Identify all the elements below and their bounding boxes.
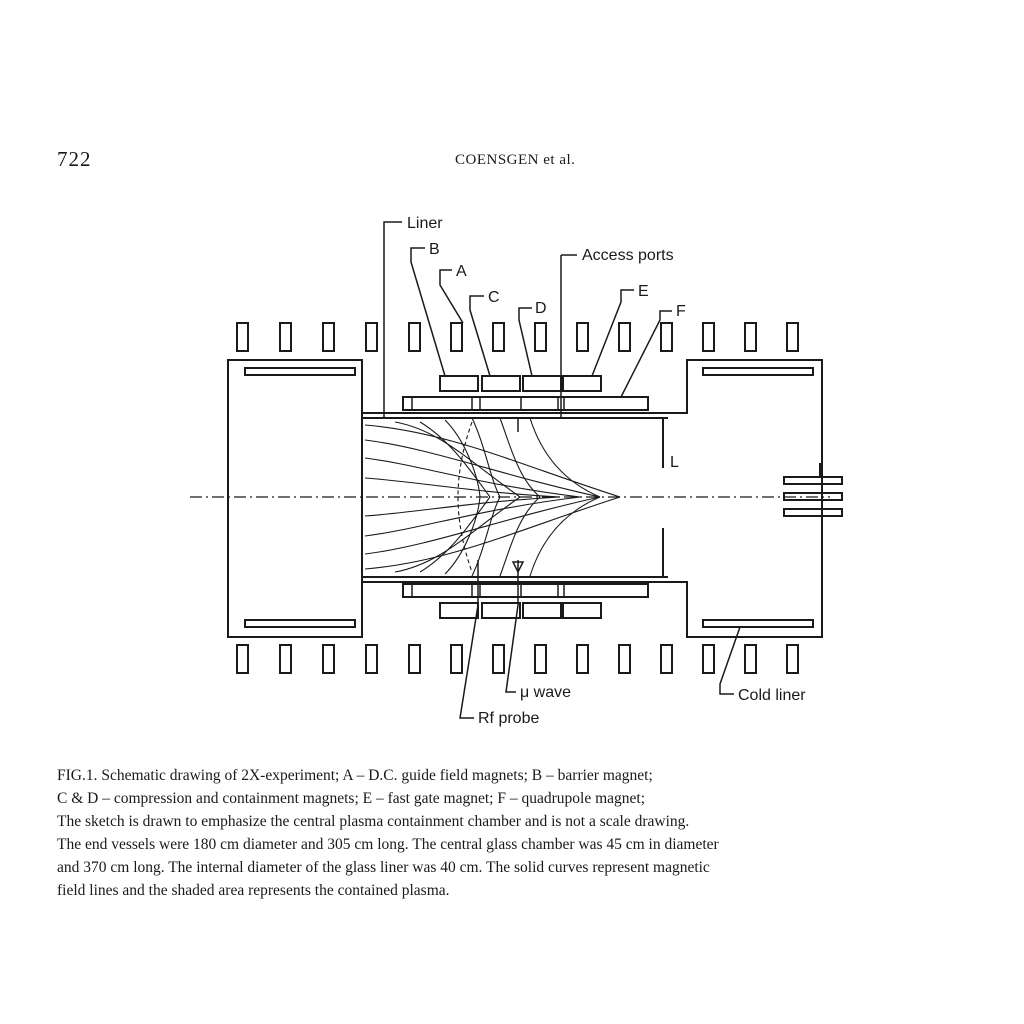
magnet-b-top bbox=[439, 375, 479, 392]
label-liner: Liner bbox=[407, 215, 443, 232]
label-a: A bbox=[456, 263, 467, 280]
figure-caption: FIG.1. Schematic drawing of 2X-experimen… bbox=[57, 764, 987, 902]
running-head: COENSGEN et al. bbox=[455, 152, 576, 168]
end-vessel-slot bbox=[702, 619, 814, 628]
label-l: L bbox=[670, 454, 679, 471]
magnet-f-top bbox=[402, 396, 649, 411]
label-e: E bbox=[638, 283, 649, 300]
leader-d bbox=[518, 307, 533, 377]
leader-mu bbox=[505, 604, 519, 693]
end-electrode bbox=[783, 476, 843, 485]
leader-a bbox=[439, 269, 464, 324]
magnet-e-bottom bbox=[562, 602, 602, 619]
leader-b bbox=[410, 247, 446, 377]
magnet-c-bottom bbox=[481, 602, 521, 619]
caption-line: The sketch is drawn to emphasize the cen… bbox=[57, 813, 690, 830]
end-vessel-slot bbox=[702, 367, 814, 376]
label-d: D bbox=[535, 300, 547, 317]
magnet-f-bottom bbox=[402, 583, 649, 598]
caption-line: C & D – compression and containment magn… bbox=[57, 790, 646, 807]
probe-tip bbox=[511, 561, 525, 574]
caption-line: field lines and the shaded area represen… bbox=[57, 882, 450, 899]
end-vessel-slot bbox=[244, 619, 356, 628]
caption-line: The end vessels were 180 cm diameter and… bbox=[57, 836, 719, 853]
label-b: B bbox=[429, 241, 440, 258]
label-cold-liner: Cold liner bbox=[738, 687, 806, 704]
leader-liner bbox=[383, 221, 402, 418]
caption-line: and 370 cm long. The internal diameter o… bbox=[57, 859, 710, 876]
leader-rf bbox=[459, 604, 479, 719]
magnet-e-top bbox=[562, 375, 602, 392]
label-f: F bbox=[676, 303, 686, 320]
page-number: 722 bbox=[57, 147, 92, 171]
label-mu-wave: μ wave bbox=[520, 684, 571, 701]
leader-e bbox=[591, 289, 634, 377]
label-c: C bbox=[488, 289, 500, 306]
label-access-ports: Access ports bbox=[582, 247, 674, 264]
leader-c bbox=[469, 295, 491, 377]
leader-f bbox=[620, 310, 672, 398]
end-electrode bbox=[783, 492, 843, 501]
magnet-b-bottom bbox=[439, 602, 479, 619]
label-rf-probe: Rf probe bbox=[478, 710, 539, 727]
magnet-d-top bbox=[522, 375, 562, 392]
end-vessel-slot bbox=[244, 367, 356, 376]
magnet-c-top bbox=[481, 375, 521, 392]
end-electrode bbox=[783, 508, 843, 517]
plasma-boundary bbox=[457, 421, 473, 573]
magnet-d-bottom bbox=[522, 602, 562, 619]
leader-cold-liner bbox=[719, 626, 741, 695]
caption-line: FIG.1. Schematic drawing of 2X-experimen… bbox=[57, 767, 653, 784]
